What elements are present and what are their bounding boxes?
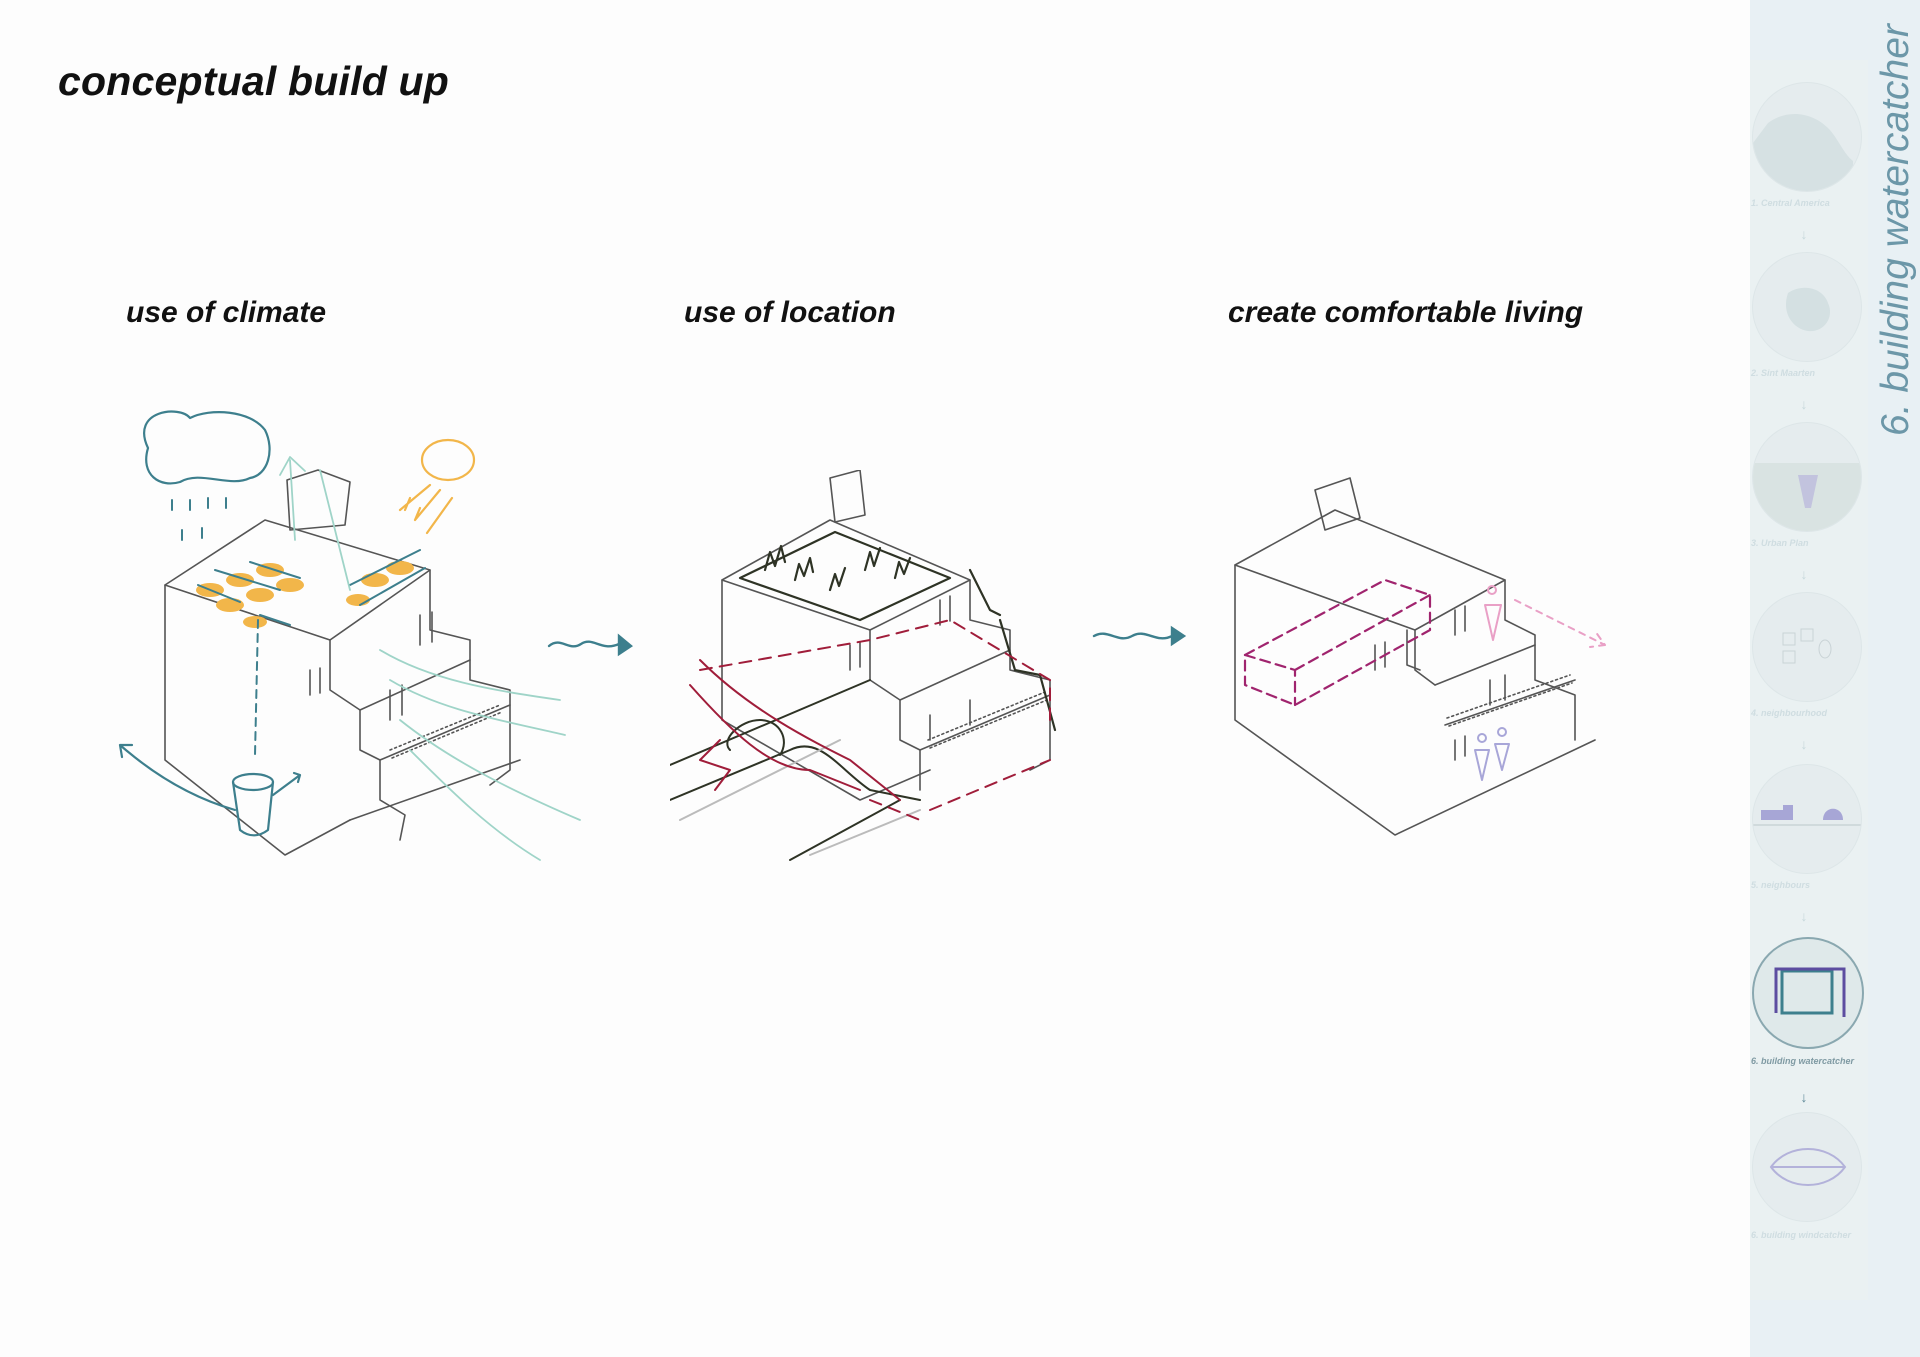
climate-sketch: [118, 410, 581, 861]
nav-item-sint-maarten[interactable]: [1752, 252, 1862, 362]
house-outline: [164, 469, 521, 856]
comfort-sketch: [1234, 477, 1606, 836]
living-volume: [1243, 578, 1432, 707]
step-heading-location: use of location: [684, 296, 896, 329]
path-lines-grey: [679, 739, 921, 856]
nav-label-neighbourhood: 4. neighbourhood: [1751, 708, 1827, 718]
step-heading-climate: use of climate: [126, 296, 327, 329]
nav-item-central-america[interactable]: [1752, 82, 1862, 192]
nav-label-building-windcatcher: 6. building windcatcher: [1751, 1230, 1852, 1240]
airflow-lines: [279, 456, 581, 861]
building-icon: [1774, 967, 1846, 1017]
nav-arrow-down-icon: ↓: [1800, 736, 1808, 752]
collection-arrows: [197, 549, 426, 626]
solar-panels: [196, 561, 414, 628]
nav-arrow-down-icon: ↓: [1800, 1089, 1808, 1105]
nav-label-neighbours: 5. neighbours: [1751, 880, 1811, 890]
dashed-boundary: [699, 619, 1051, 821]
rain-drops: [171, 497, 227, 541]
step-heading-comfort: create comfortable living: [1228, 296, 1584, 329]
red-route: [689, 659, 901, 801]
sun-icon: [398, 438, 476, 535]
house-outline: [721, 470, 1051, 801]
nav-label-urban-plan: 3. Urban Plan: [1751, 538, 1809, 548]
urban-plan-icon: [1753, 463, 1861, 531]
path-lines: [670, 679, 921, 861]
nav-arrow-down-icon: ↓: [1800, 226, 1808, 242]
location-sketch: [670, 470, 1057, 861]
drainpipe-line: [254, 619, 259, 756]
nav-item-neighbourhood[interactable]: [1752, 592, 1862, 702]
nav-item-building-windcatcher[interactable]: [1752, 1112, 1862, 1222]
nav-arrow-down-icon: ↓: [1800, 566, 1808, 582]
flow-arrow-1: [547, 633, 634, 657]
cloud-icon: [143, 410, 271, 485]
person-pink-icon: [1484, 585, 1502, 641]
nav-label-sint-maarten: 2. Sint Maarten: [1751, 368, 1816, 378]
wind-icon: [1769, 1148, 1847, 1186]
nav-item-urban-plan[interactable]: [1752, 422, 1862, 532]
people-lavender-icon: [1474, 727, 1510, 781]
nav-item-neighbours[interactable]: [1752, 764, 1862, 874]
map-icon: [1753, 113, 1853, 191]
page-title: conceptual build up: [58, 58, 450, 104]
nav-label-building-watercatcher: 6. building watercatcher: [1751, 1056, 1855, 1066]
nav-arrow-down-icon: ↓: [1800, 908, 1808, 924]
nav-arrow-down-icon: ↓: [1800, 396, 1808, 412]
neighbourhood-icon: [1782, 628, 1832, 664]
house-outline: [1234, 477, 1596, 836]
neighbours-icon: [1753, 805, 1861, 826]
roof-garden: [738, 530, 1057, 732]
ventilation-arrow: [1514, 599, 1606, 648]
sidebar-title: 6. building watercatcher: [1874, 24, 1917, 436]
flow-arrow-2: [1092, 625, 1187, 647]
island-icon: [1785, 287, 1831, 332]
water-bucket-icon: [118, 743, 302, 837]
nav-item-building-watercatcher[interactable]: [1752, 937, 1864, 1049]
nav-label-central-america: 1. Central America: [1751, 198, 1830, 208]
